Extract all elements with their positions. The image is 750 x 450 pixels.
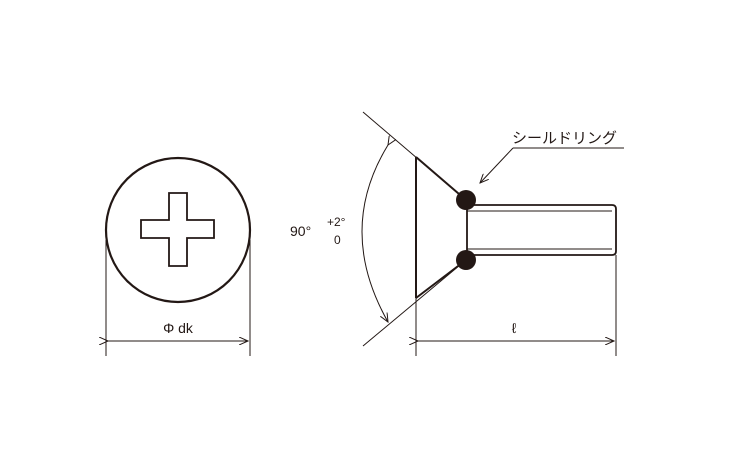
angle-line-bottom	[362, 259, 467, 347]
length-label: ℓ	[512, 320, 517, 336]
countersink-top	[415, 156, 467, 201]
screw-shank	[466, 204, 617, 256]
side-view: 90° +2° 0 シールドリング ℓ	[290, 111, 624, 356]
phillips-cross-icon	[140, 192, 215, 267]
seal-ring-leader	[480, 147, 514, 183]
angle-main-label: 90°	[290, 223, 311, 239]
angle-tolerance-lower: 0	[334, 233, 341, 247]
dk-dimension-label: Φ dk	[163, 320, 194, 336]
angle-arc	[361, 145, 388, 322]
head-view: Φ dk	[104, 156, 252, 356]
screw-head-outline	[104, 156, 252, 304]
angle-tolerance-upper: +2°	[327, 215, 346, 229]
seal-ring-top	[456, 190, 476, 210]
seal-ring-bottom	[456, 250, 476, 270]
seal-ring-label: シールドリング	[512, 130, 617, 147]
countersink-bottom	[415, 259, 467, 299]
